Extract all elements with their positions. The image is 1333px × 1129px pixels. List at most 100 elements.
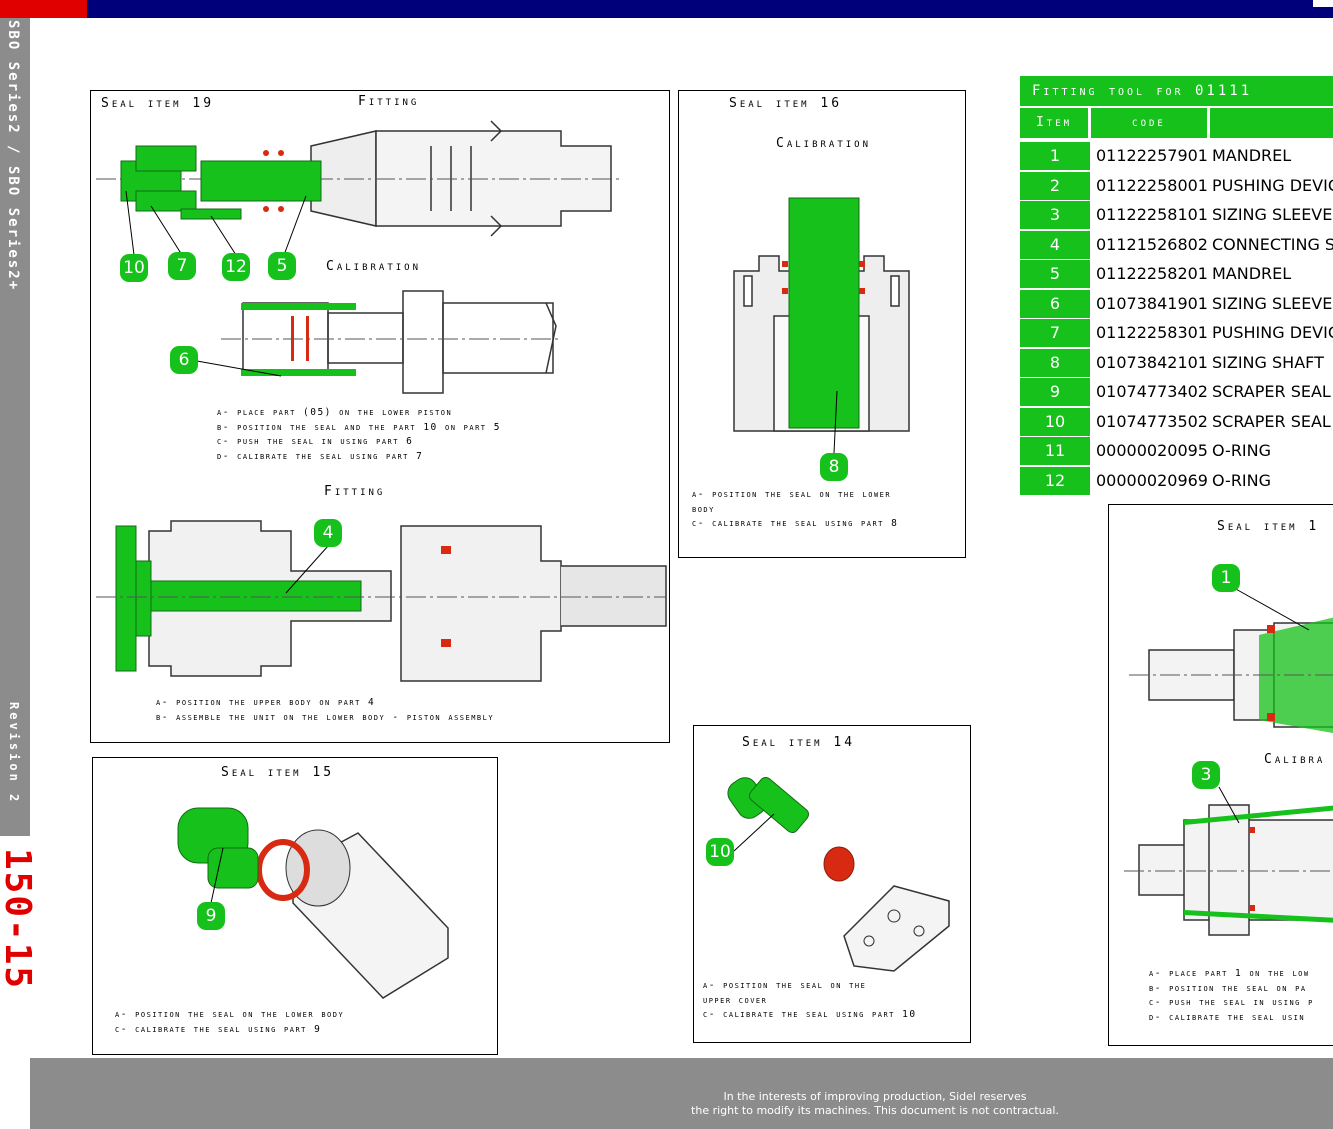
code-cell: 01122258001 xyxy=(1096,175,1208,195)
instruction: a- place part (05) on the lower piston xyxy=(217,407,453,418)
instruction: c- push the seal in using p xyxy=(1149,997,1314,1008)
instruction: b- position the seal and the part 10 on … xyxy=(217,421,501,433)
description-cell: SCRAPER SEAL xyxy=(1212,382,1331,401)
part-badge: 7 xyxy=(168,252,196,280)
panel-19-assembly-instructions: a- position the upper body on part 4 b- … xyxy=(156,696,494,725)
instruction: a- position the upper body on part 4 xyxy=(156,697,376,708)
item-cell: 5 xyxy=(1020,260,1090,288)
instruction: c- calibrate the seal using part 10 xyxy=(703,1009,917,1020)
instruction: a- place part 1 on the low xyxy=(1149,968,1310,979)
item-cell: 9 xyxy=(1020,378,1090,406)
top-bar xyxy=(0,0,1333,18)
part-badge: 8 xyxy=(820,453,848,481)
item-cell: 2 xyxy=(1020,171,1090,200)
panel-1-calibration-heading: Calibra xyxy=(1264,752,1326,767)
panel-19-calibration-heading: Calibration xyxy=(326,259,422,274)
instruction: d- calibrate the seal usin xyxy=(1149,1011,1306,1023)
series-label: SBO Series2 / SBO Series2+ xyxy=(5,20,21,292)
top-bar-corner xyxy=(1313,0,1333,7)
instruction: b- assemble the unit on the lower body -… xyxy=(156,711,495,723)
description-cell: MANDREL xyxy=(1212,264,1292,283)
part-badge: 4 xyxy=(314,519,342,547)
column-header-code: code xyxy=(1091,108,1207,138)
code-cell: 01073841901 xyxy=(1096,293,1208,313)
panel-16-calibration-heading: Calibration xyxy=(776,136,872,151)
description-cell: CONNECTING S xyxy=(1212,234,1333,254)
item-cell: 6 xyxy=(1020,289,1090,318)
instruction: c- push the seal in using part 6 xyxy=(217,436,414,447)
panel-15-instructions: a- position the seal on the lower body c… xyxy=(115,1008,344,1037)
panel-16-title: Seal item 16 xyxy=(729,96,843,111)
part-badge: 12 xyxy=(222,253,250,281)
top-bar-red-block xyxy=(0,0,87,18)
panel-19-instructions: a- place part (05) on the lower piston b… xyxy=(217,406,501,464)
instruction: a- position the seal on the xyxy=(703,980,867,991)
code-cell: 01073842101 xyxy=(1096,352,1208,372)
item-cell: 4 xyxy=(1020,230,1090,259)
description-cell: PUSHING DEVIC xyxy=(1212,323,1333,342)
description-cell: SIZING SLEEVE xyxy=(1212,293,1333,313)
seal-item-16-drawing xyxy=(733,197,910,454)
seal-item-1-panel: Seal item 1 Calibra 1 3 a- place part 1 … xyxy=(1108,504,1333,1046)
description-cell: MANDREL xyxy=(1212,146,1292,165)
description-cell: SCRAPER SEAL xyxy=(1212,411,1331,431)
instruction: upper cover xyxy=(703,994,768,1006)
instruction: c- calibrate the seal using part 8 xyxy=(692,518,899,529)
column-header-description xyxy=(1210,108,1333,138)
page-number: 3/7 xyxy=(6,1066,24,1094)
item-cell: 11 xyxy=(1020,437,1090,465)
item-cell: 7 xyxy=(1020,319,1090,347)
item-cell: 10 xyxy=(1020,407,1090,436)
sidebar xyxy=(0,18,30,1068)
part-badge: 9 xyxy=(197,902,225,930)
seal-item-19-drawing xyxy=(96,120,667,682)
footer: In the interests of improving production… xyxy=(30,1058,1333,1129)
disclaimer-line-2: the right to modify its machines. This d… xyxy=(691,1104,1059,1117)
instruction: d- calibrate the seal using part 7 xyxy=(217,450,424,462)
description-cell: SIZING SHAFT xyxy=(1212,352,1324,372)
seal-item-1-drawing xyxy=(1124,587,1333,936)
instruction: c- calibrate the seal using part 9 xyxy=(115,1023,322,1035)
item-cell: 12 xyxy=(1020,466,1090,495)
code-cell: 01074773402 xyxy=(1096,382,1208,401)
code-cell: 01074773502 xyxy=(1096,411,1208,431)
item-cell: 3 xyxy=(1020,201,1090,229)
panel-19-fitting-heading-2: Fitting xyxy=(324,484,386,499)
description-cell: O-RING xyxy=(1212,441,1272,460)
seal-item-16-panel: Seal item 16 Calibration 8 a- position t… xyxy=(678,90,966,558)
item-cell: 8 xyxy=(1020,348,1090,377)
panel-1-instructions: a- place part 1 on the low b- position t… xyxy=(1149,967,1314,1025)
part-badge: 1 xyxy=(1212,564,1240,592)
seal-item-14-panel: Seal item 14 10 a- position the seal on … xyxy=(693,725,971,1043)
description-cell: O-RING xyxy=(1212,470,1272,490)
seal-item-14-drawing xyxy=(727,776,950,972)
instruction: a- position the seal on the lower xyxy=(692,489,892,500)
code-cell: 01122257901 xyxy=(1096,146,1208,165)
description-cell: SIZING SLEEVE xyxy=(1212,205,1333,224)
disclaimer-line-1: In the interests of improving production… xyxy=(723,1090,1027,1103)
part-badge: 3 xyxy=(1192,761,1220,789)
item-cell: 1 xyxy=(1020,142,1090,170)
panel-1-title: Seal item 1 xyxy=(1217,519,1320,534)
seal-item-19-panel: Seal item 19 Fitting Calibration Fitting… xyxy=(90,90,670,743)
seal-item-15-drawing xyxy=(177,807,449,999)
part-badge: 5 xyxy=(268,252,296,280)
code-cell: 01121526802 xyxy=(1096,234,1208,254)
code-cell: 00000020969 xyxy=(1096,470,1208,490)
sidebar-doc-area xyxy=(0,836,30,1068)
panel-19-title: Seal item 19 xyxy=(101,96,215,111)
panel-14-instructions: a- position the seal on the upper cover … xyxy=(703,979,917,1023)
code-cell: 01122258301 xyxy=(1096,323,1208,342)
disclaimer: In the interests of improving production… xyxy=(670,1090,1080,1118)
code-cell: 01122258201 xyxy=(1096,264,1208,283)
